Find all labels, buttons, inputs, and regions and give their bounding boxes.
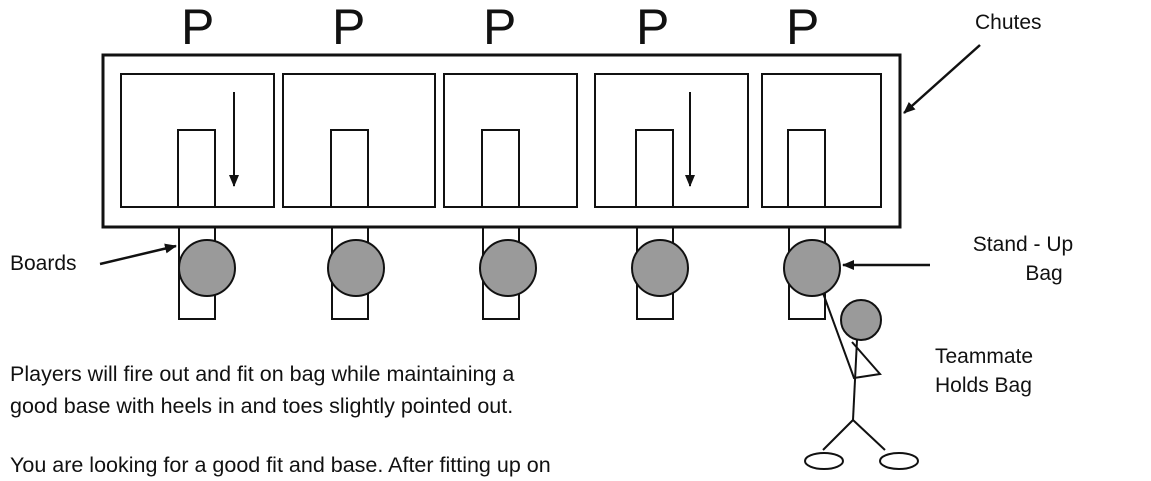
position-mark-4: P: [636, 0, 670, 55]
board-slot: [177, 129, 216, 207]
standup-bag-3: [479, 239, 537, 297]
teammate-body: [852, 339, 858, 421]
position-mark-5: P: [786, 0, 820, 55]
chutes-label: Chutes: [975, 11, 1042, 34]
board-slot: [787, 129, 826, 207]
chute-opening: [282, 73, 436, 208]
chutes-pointer-arrow: [903, 44, 981, 114]
standup-bag-1: [178, 239, 236, 297]
chute-4: [594, 73, 749, 208]
teammate-label: Teammate Holds Bag: [935, 342, 1033, 400]
chute-5: [761, 73, 882, 208]
standup-bag-label: Stand - Up Bag: [948, 230, 1098, 288]
chute-1: [120, 73, 275, 208]
teammate-right-leg: [852, 419, 886, 451]
boards-pointer-arrow: [99, 243, 177, 266]
standup-bag-label-line2: Bag: [1025, 262, 1063, 285]
teammate-left-leg: [822, 419, 854, 451]
boards-label: Boards: [10, 252, 77, 275]
teammate-left-foot: [804, 452, 844, 470]
instruction-line-1: Players will fire out and fit on bag whi…: [10, 362, 515, 386]
standup-bag-2: [327, 239, 385, 297]
instruction-line-2: good base with heels in and toes slightl…: [10, 394, 514, 418]
chute-3: [443, 73, 578, 208]
instruction-line-3: You are looking for a good fit and base.…: [10, 453, 551, 477]
chute-opening: [120, 73, 275, 208]
board-slot: [330, 129, 369, 207]
teammate-right-foot: [879, 452, 919, 470]
position-mark-1: P: [181, 0, 215, 55]
standup-bag-4: [631, 239, 689, 297]
chute-frame: [101, 53, 902, 229]
board-slot: [481, 129, 520, 207]
teammate-figure: [804, 292, 919, 470]
chute-opening: [594, 73, 749, 208]
teammate-arm: [822, 292, 882, 380]
board-slot: [635, 129, 674, 207]
teammate-head: [840, 299, 882, 341]
position-mark-2: P: [332, 0, 366, 55]
chute-opening: [443, 73, 578, 208]
chute-opening: [761, 73, 882, 208]
position-mark-3: P: [483, 0, 517, 55]
standup-bag-5: [783, 239, 841, 297]
standup-bag-label-line1: Stand - Up: [972, 233, 1074, 256]
chute-2: [282, 73, 436, 208]
teammate-label-line1: Teammate: [935, 345, 1034, 368]
teammate-label-line2: Holds Bag: [935, 374, 1032, 397]
